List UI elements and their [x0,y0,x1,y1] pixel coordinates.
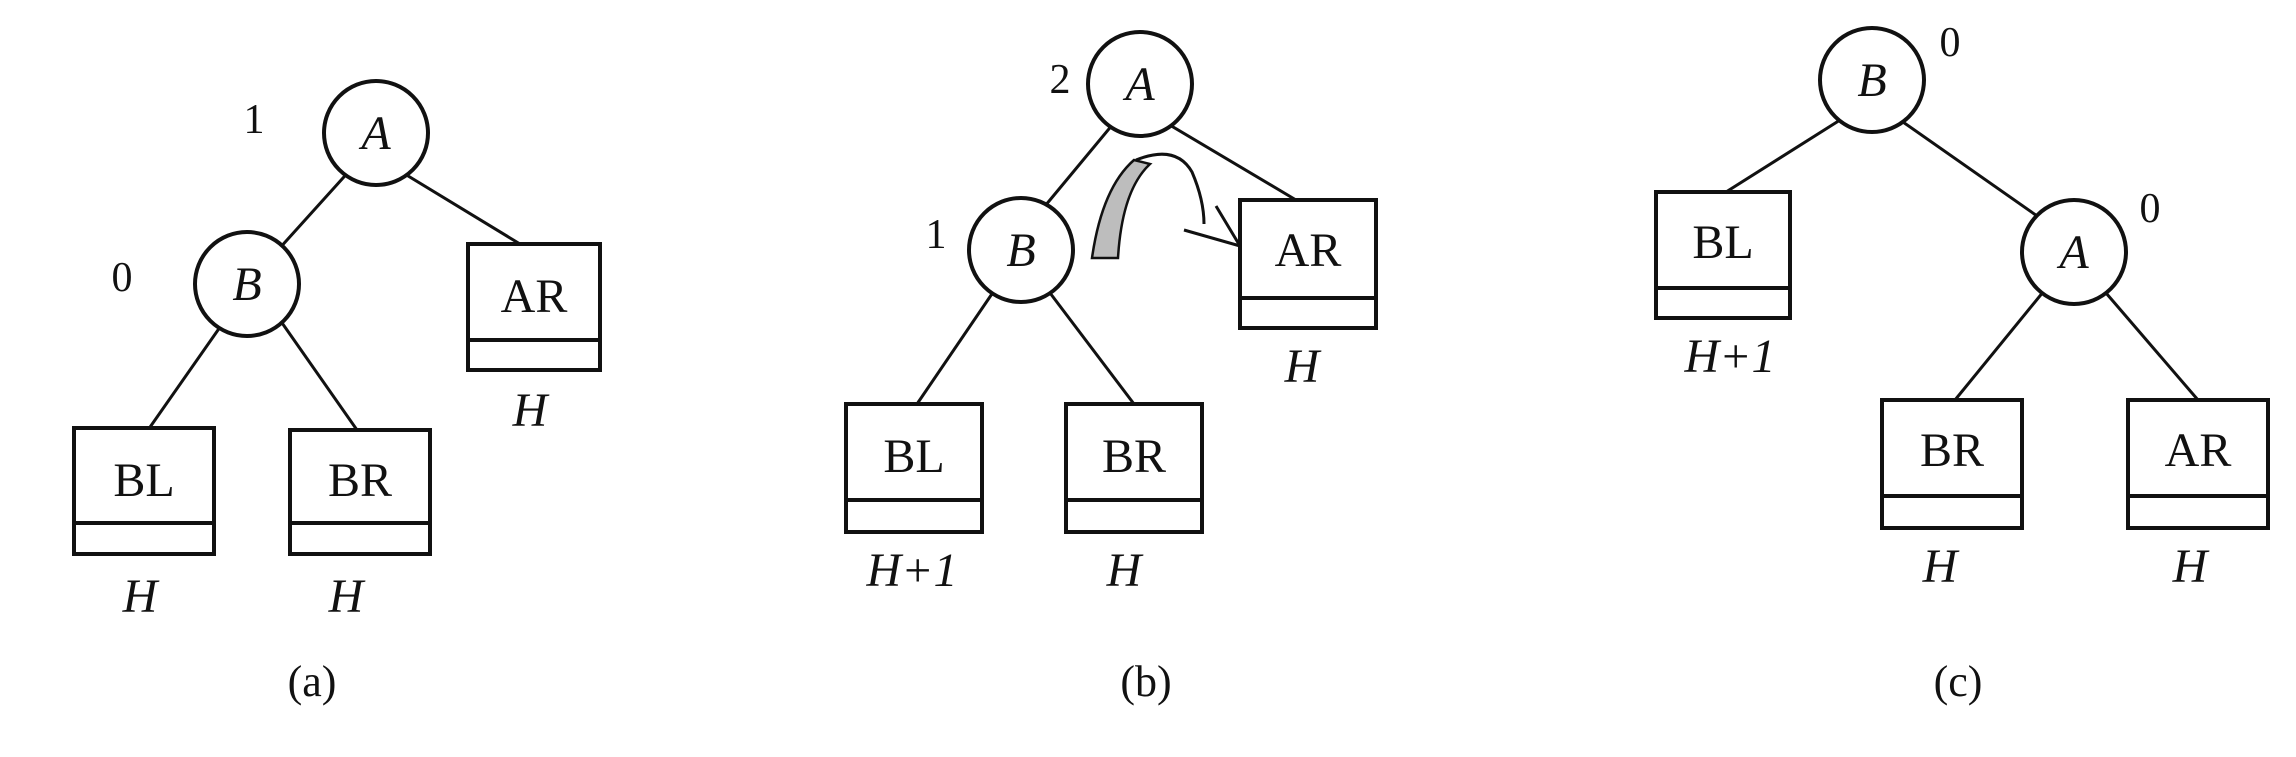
node-a [1086,30,1194,138]
subtree-ar-height: H [1284,340,1322,393]
edge-b-to-bl [915,284,1000,405]
node-a [2020,198,2128,306]
subtree-bl-box [1654,190,1792,320]
subtree-br-box [1064,402,1204,534]
subtree-ar-label: AR [2165,424,2232,477]
edge-a-to-br [1953,285,2050,401]
caption-a: (a) [288,657,337,706]
node-a [322,79,430,187]
node-b-label: B [1006,224,1035,277]
node-b [967,196,1075,304]
edge-b-to-bl [1725,113,1849,194]
node-a-label: A [358,107,391,160]
edge-a-to-ar [2098,285,2200,401]
subtree-br-height: H [1922,540,1960,593]
edge-b-to-a [1892,113,2041,220]
subtree-ar-label: AR [1275,224,1342,277]
edge-b-to-br [1042,284,1136,405]
node-a-label: A [2056,226,2089,279]
subtree-bl-label: BL [1692,216,1753,269]
node-a-label: A [1122,58,1155,111]
subtree-ar-label: AR [501,270,568,323]
subtree-bl-label: BL [113,454,174,507]
node-b-label: B [232,258,261,311]
subtree-bl-box [72,426,216,556]
subtree-br-box [1880,398,2024,530]
node-b-balance: 1 [926,212,947,258]
subtree-br-height: H [328,570,366,623]
subtree-br-label: BR [328,454,392,507]
edge-a-to-ar [1157,116,1297,202]
subtree-bl-height: H+1 [865,544,957,597]
subtree-ar-box [466,242,602,372]
caption-b: (b) [1120,657,1171,706]
subtree-br-box [288,428,432,556]
rotation-arrow [1090,152,1244,260]
diagram-a: A 1 B 0 AR H BL H BR H (a) [72,79,602,706]
subtree-bl-label: BL [883,430,944,483]
node-b-balance: 0 [1940,20,1961,66]
node-b-label: B [1857,54,1886,107]
node-a-balance: 0 [2140,186,2161,232]
diagram-c: B 0 A 0 BL H+1 BR H AR H (c) [1654,20,2270,706]
edge-b-to-bl [146,319,227,431]
edge-b-to-br [278,319,359,431]
caption-c: (c) [1934,657,1983,706]
node-b-balance: 0 [112,255,133,301]
subtree-br-height: H [1106,544,1144,597]
subtree-br-label: BR [1920,424,1984,477]
subtree-bl-height: H [122,570,160,623]
subtree-bl-height: H+1 [1683,330,1775,383]
subtree-ar-height: H [2172,540,2210,593]
node-a-balance: 2 [1050,57,1071,103]
subtree-ar-box [2126,398,2270,530]
node-b [1818,26,1926,134]
node-b [193,230,301,338]
subtree-br-label: BR [1102,430,1166,483]
subtree-bl-box [844,402,984,534]
subtree-ar-box [1238,198,1378,330]
node-a-balance: 1 [244,97,265,143]
edge-a-to-b [1038,117,1120,213]
subtree-ar-height: H [512,384,550,437]
edge-a-to-ar [394,166,521,246]
diagram-b: A 2 B 1 AR H BL H+1 BR H (b) [844,30,1378,706]
edge-a-to-b [276,166,354,252]
